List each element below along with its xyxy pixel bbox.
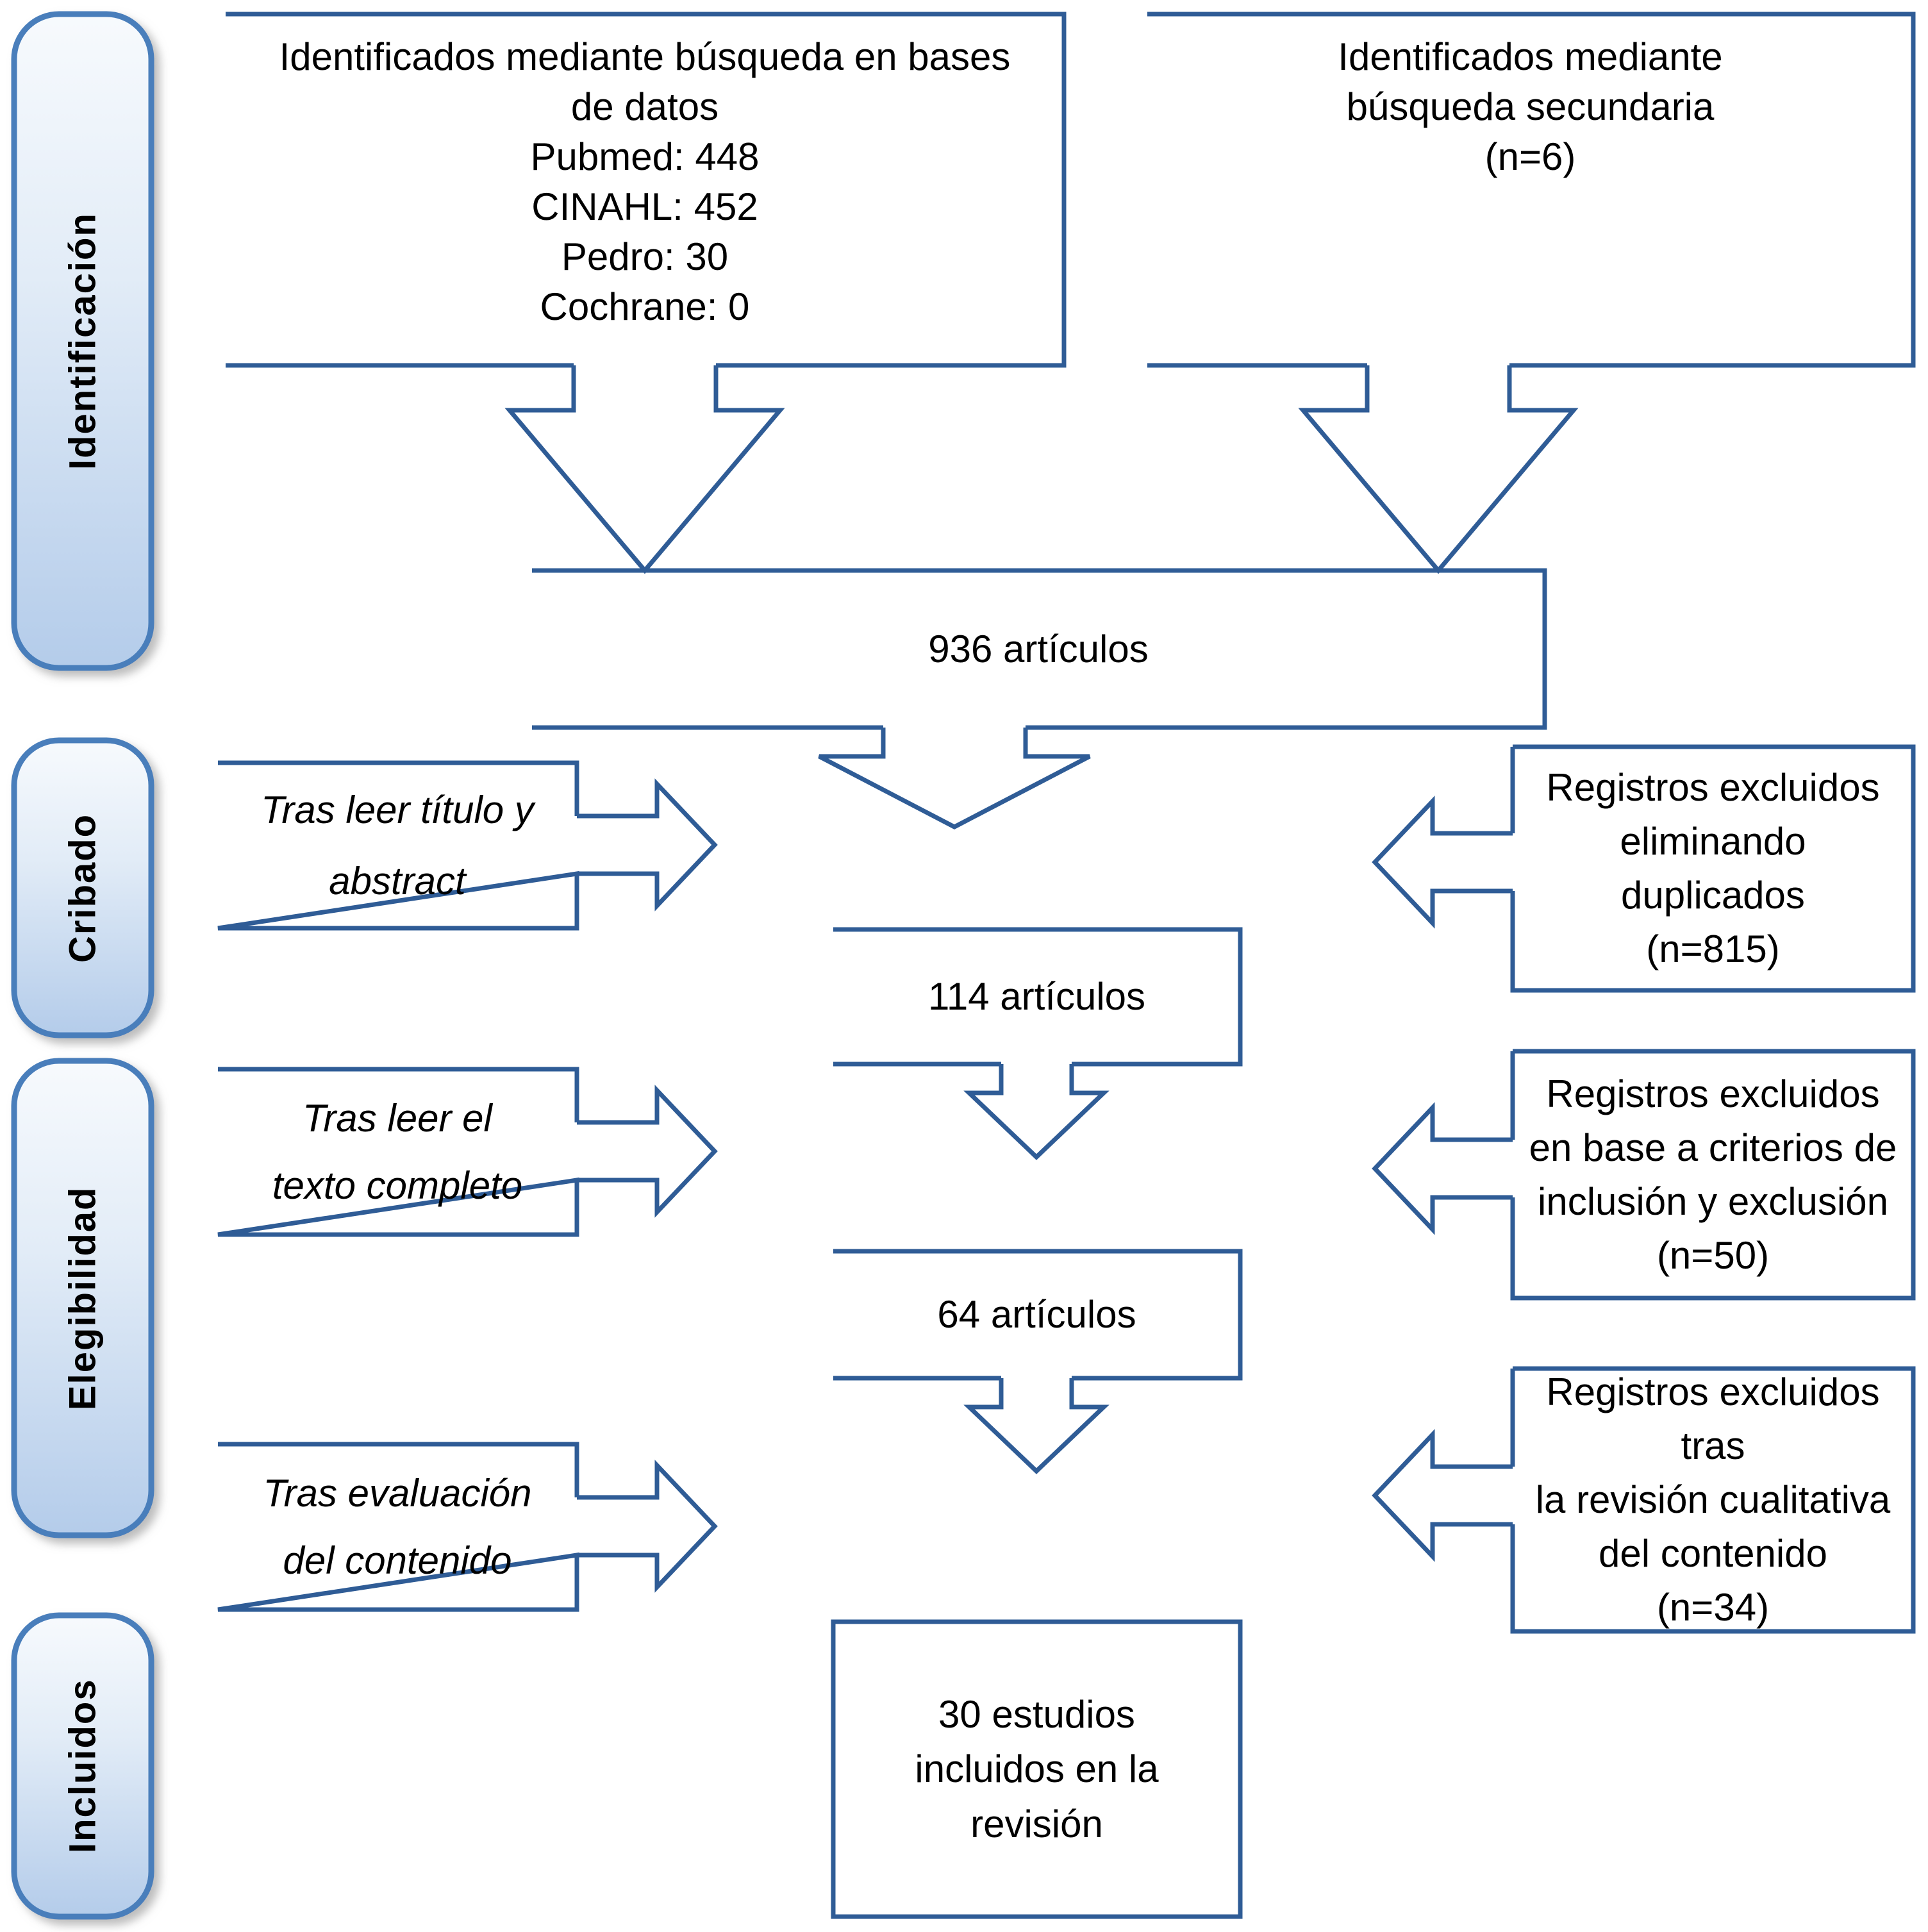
arrow-criteria-full-text [577, 1085, 718, 1218]
arrow-criteria-title-abstract [577, 778, 718, 912]
box-criteria-title-abstract-outline [217, 760, 579, 931]
criteria-full-text-text: Tras leer el texto completo [272, 1097, 523, 1207]
box-total-records-outline [532, 568, 1547, 730]
box-excluded-qualitative-outline [1510, 1366, 1916, 1634]
box-excluded-criteria-outline [1510, 1049, 1916, 1301]
criteria-title-abstract-text: Tras leer título y abstract [261, 788, 534, 903]
box-secondary-text: Identificados mediante búsqueda secundar… [1338, 35, 1723, 178]
arrow-screened-to-eligible [963, 1064, 1109, 1160]
box-eligible-text: 64 artículos [937, 1293, 1136, 1336]
box-excluded-duplicates-outline [1510, 744, 1916, 993]
stage-label-cribado: Cribado [62, 813, 104, 963]
arrow-excluded-criteria [1372, 1102, 1513, 1235]
excluded-duplicates-text: Registros excluidos eliminando duplicado… [1546, 766, 1880, 970]
box-screened-text: 114 artículos [927, 975, 1146, 1018]
arrow-databases-to-total [504, 365, 785, 574]
box-total-records-text: 936 artículos [928, 627, 1149, 670]
stage-label-elegibilidad: Elegibilidad [62, 1186, 104, 1410]
arrow-excluded-qualitative [1372, 1429, 1513, 1562]
excluded-criteria-text: Registros excluidos en base a criterios … [1529, 1072, 1897, 1277]
box-eligible-outline [833, 1249, 1243, 1381]
stage-pill-identificacion [11, 11, 154, 671]
stage-label-incluidos: Incluidos [62, 1678, 104, 1854]
criteria-content-eval-text: Tras evaluación del contenido [263, 1472, 532, 1582]
stage-pill-cribado [11, 737, 154, 1038]
box-included-text: 30 estudios incluidos en la revisión [915, 1693, 1159, 1845]
arrow-eligible-to-included [963, 1378, 1109, 1474]
box-criteria-content-eval-outline [217, 1442, 579, 1612]
arrow-excluded-duplicates [1372, 795, 1513, 929]
stage-pill-elegibilidad [11, 1058, 154, 1538]
box-screened-outline [833, 927, 1243, 1067]
box-databases-text: Identificados mediante búsqueda en bases… [279, 35, 1011, 328]
excluded-qualitative-text: Registros excluidos tras la revisión cua… [1535, 1370, 1891, 1629]
stage-label-identificacion: Identificación [62, 212, 104, 470]
arrow-total-to-screened [818, 728, 1091, 829]
box-included-outline [831, 1619, 1243, 1919]
box-criteria-full-text-outline [217, 1067, 579, 1237]
box-secondary-outline [1147, 12, 1916, 368]
arrow-criteria-content-eval [577, 1460, 718, 1593]
arrow-secondary-to-total [1298, 365, 1579, 574]
box-databases-outline [226, 12, 1067, 368]
stage-pill-incluidos [11, 1612, 154, 1920]
